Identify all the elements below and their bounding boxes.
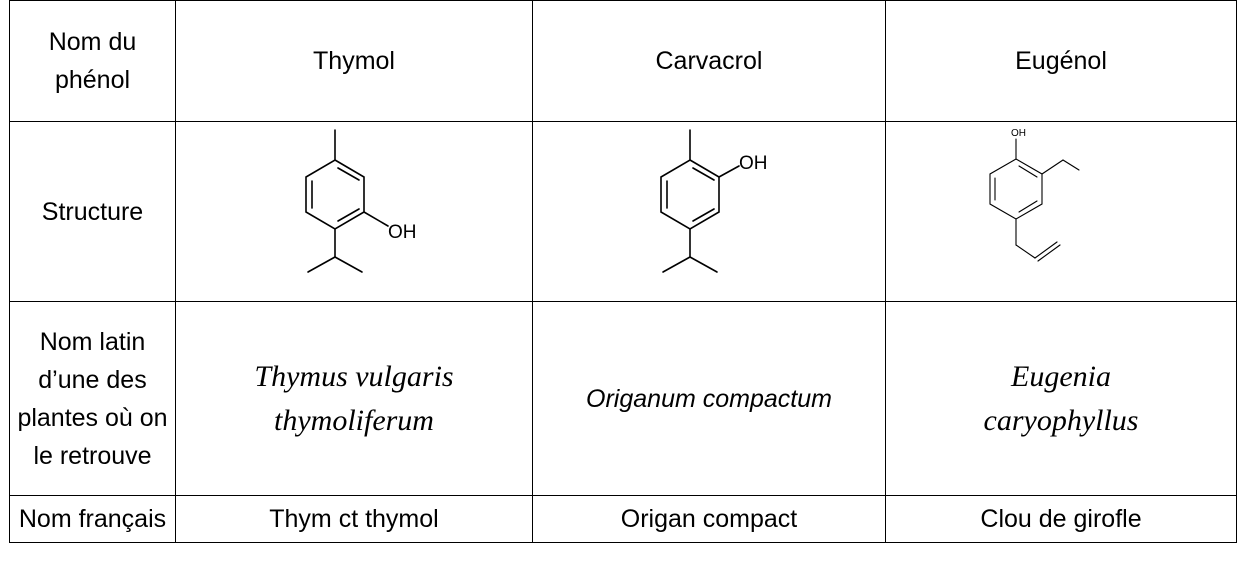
eugenol-structure-drawing: OH (989, 128, 1080, 262)
latin-thymol-line-2: thymoliferum (274, 403, 434, 437)
row-label-name-line-1: Nom du (48, 28, 137, 56)
phenol-table: Nom du phénol Thymol Carvacrol Eugénol S… (9, 0, 1237, 543)
thymol-structure-drawing: OH (305, 128, 417, 273)
row-label-latin-line-1: Nom latin (39, 327, 146, 356)
cell-latin-thymol: Thymus vulgaris thymoliferum (175, 301, 533, 496)
carvacrol-oh-label: OH (739, 153, 768, 174)
latin-eugenol-line-2: caryophyllus (983, 403, 1139, 437)
carvacrol-structure-drawing: OH (660, 128, 768, 273)
cell-latin-carvacrol: Origanum compactum (532, 301, 886, 496)
latin-carvacrol-line-1: Origanum compactum (586, 384, 832, 413)
row-latin-name: Nom latin d’une des plantes où on le ret… (9, 301, 1237, 496)
row-phenol-name: Nom du phénol Thymol Carvacrol Eugénol (9, 0, 1237, 122)
row-label-french: Nom français (9, 495, 176, 543)
row-label-latin-line-4: le retrouve (33, 441, 152, 470)
cell-structure-eugenol: OH (885, 121, 1237, 302)
latin-thymol-line-1: Thymus vulgaris (254, 359, 454, 393)
eugenol-oh-label: OH (1011, 128, 1026, 139)
latin-eugenol-line-1: Eugenia (1011, 359, 1111, 393)
cell-name-thymol: Thymol (175, 0, 533, 122)
row-label-latin-line-3: plantes où on (17, 403, 168, 432)
cell-french-eugenol: Clou de girofle (885, 495, 1237, 543)
cell-name-eugenol: Eugénol (885, 0, 1237, 122)
row-label-name: Nom du phénol (9, 0, 176, 122)
row-structure: Structure OH (9, 121, 1237, 302)
cell-structure-thymol: OH (175, 121, 533, 302)
row-label-latin-line-2: d’une des (38, 365, 147, 394)
cell-latin-eugenol: Eugenia caryophyllus (885, 301, 1237, 496)
row-label-name-line-2: phénol (54, 66, 131, 94)
row-label-structure: Structure (9, 121, 176, 302)
cell-french-carvacrol: Origan compact (532, 495, 886, 543)
row-label-latin: Nom latin d’une des plantes où on le ret… (9, 301, 176, 496)
cell-french-thymol: Thym ct thymol (175, 495, 533, 543)
row-french-name: Nom français Thym ct thymol Origan compa… (9, 495, 1237, 543)
cell-structure-carvacrol: OH (532, 121, 886, 302)
thymol-oh-label: OH (388, 222, 417, 243)
cell-name-carvacrol: Carvacrol (532, 0, 886, 122)
